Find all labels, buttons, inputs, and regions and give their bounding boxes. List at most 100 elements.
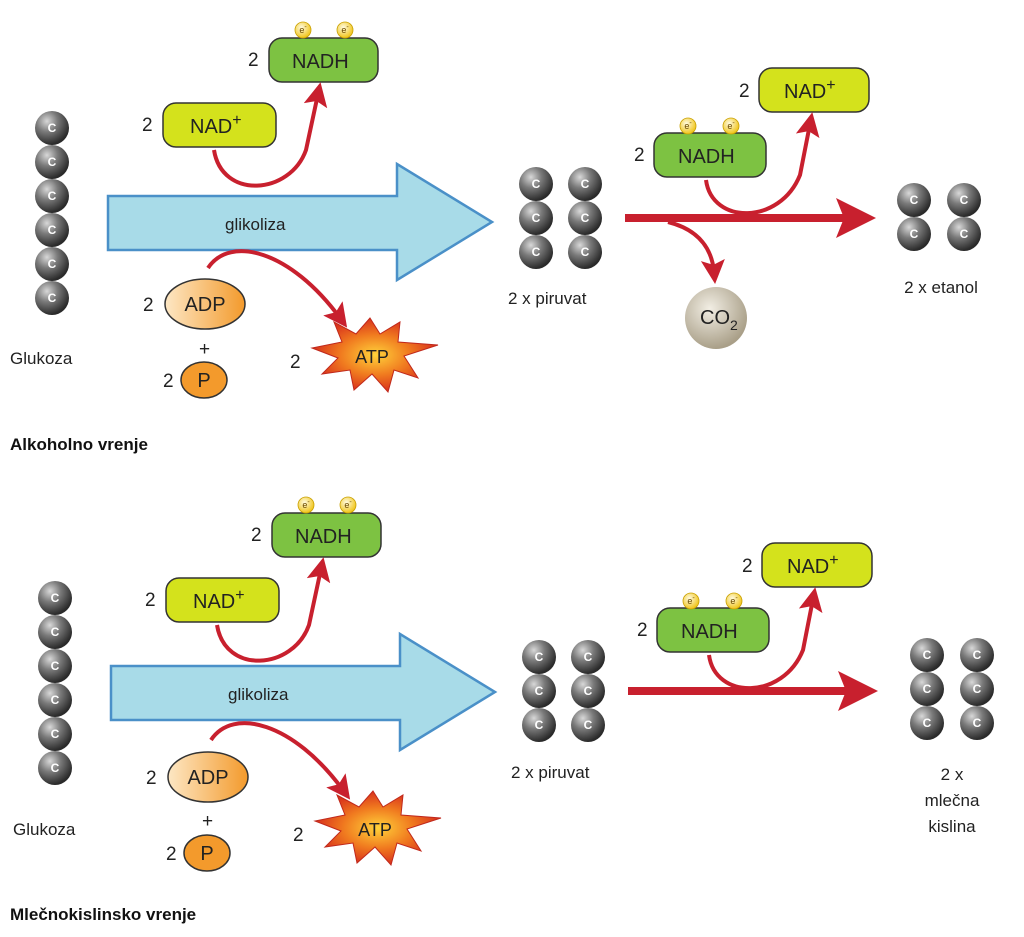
svg-text:C: C	[973, 716, 982, 730]
atp-label: ATP	[358, 820, 392, 840]
carbon-atom: C	[947, 217, 981, 251]
glycolysis-label: glikoliza	[228, 685, 289, 704]
p-coefficient: 2	[163, 371, 174, 392]
svg-text:C: C	[535, 684, 544, 698]
carbon-atom: C	[571, 674, 605, 708]
svg-text:C: C	[48, 155, 57, 169]
svg-text:C: C	[48, 121, 57, 135]
nadh-label: NADH	[292, 51, 349, 73]
nadh-coefficient: 2	[251, 525, 262, 546]
electron: e-	[682, 592, 700, 610]
nadh-label: NADH	[295, 526, 352, 548]
nad-reduction-arrow	[212, 82, 328, 188]
nadh-oxidation-arrow	[707, 587, 823, 691]
adp-coefficient: 2	[146, 768, 157, 789]
svg-text:C: C	[584, 650, 593, 664]
carbon-atom: C	[38, 717, 72, 751]
nad-out-coefficient: 2	[742, 556, 753, 577]
nad-out-label: NAD	[784, 81, 826, 103]
svg-text:C: C	[960, 227, 969, 241]
ethanol-molecule: C C	[897, 183, 931, 251]
glycolysis-label: glikoliza	[225, 215, 286, 234]
pyruvate-molecule: C C C	[568, 167, 602, 269]
svg-text:e-: e-	[687, 595, 695, 606]
carbon-atom: C	[519, 167, 553, 201]
nadh-in-label: NADH	[678, 146, 735, 168]
svg-text:NAD+: NAD+	[784, 77, 836, 103]
svg-text:C: C	[910, 227, 919, 241]
plus-sign: +	[202, 811, 213, 832]
svg-text:C: C	[581, 177, 590, 191]
carbon-atom: C	[910, 638, 944, 672]
carbon-atom: C	[568, 167, 602, 201]
carbon-atom: C	[35, 179, 69, 213]
phosphorylation-arrow	[206, 249, 348, 328]
pyruvate-label: 2 x piruvat	[508, 289, 587, 308]
co2-molecule	[685, 287, 747, 349]
adp-oval	[164, 278, 246, 330]
nadh-in-label: NADH	[681, 621, 738, 643]
electron: e-	[336, 21, 354, 39]
p-coefficient: 2	[166, 844, 177, 865]
pyruvate-molecule: C C C	[522, 640, 556, 742]
product-label-line2: mlečna	[925, 791, 980, 810]
carbon-atom: C	[38, 649, 72, 683]
phosphorylation-arrow	[209, 721, 351, 800]
section-lactic: C C C C C C Glukoza glikoliza 2 NAD+ 2 N…	[10, 496, 994, 924]
carbon-atom: C	[910, 706, 944, 740]
svg-text:C: C	[48, 223, 57, 237]
co2-label: CO	[700, 307, 730, 329]
atp-coefficient: 2	[293, 825, 304, 846]
nad-coefficient: 2	[145, 590, 156, 611]
product-label: 2 x etanol	[904, 278, 978, 297]
carbon-atom: C	[519, 235, 553, 269]
atp-burst	[313, 790, 442, 867]
carbon-atom: C	[35, 145, 69, 179]
atp-label: ATP	[355, 347, 389, 367]
svg-text:e-: e-	[727, 120, 735, 131]
svg-text:C: C	[51, 727, 60, 741]
carbon-atom: C	[571, 708, 605, 742]
electron: e-	[339, 496, 357, 514]
svg-text:e-: e-	[684, 120, 692, 131]
carbon-atom: C	[35, 247, 69, 281]
carbon-atom: C	[35, 111, 69, 145]
svg-text:NAD+: NAD+	[190, 112, 242, 138]
svg-text:C: C	[51, 625, 60, 639]
svg-text:C: C	[973, 648, 982, 662]
svg-text:e-: e-	[730, 595, 738, 606]
carbon-atom: C	[960, 672, 994, 706]
nadh-box	[268, 37, 379, 83]
svg-text:C: C	[584, 718, 593, 732]
carbon-atom: C	[947, 183, 981, 217]
svg-text:C: C	[48, 291, 57, 305]
carbon-atom: C	[571, 640, 605, 674]
svg-text:e-: e-	[302, 499, 310, 510]
lactic-acid-molecule: C C C	[960, 638, 994, 740]
svg-text:C: C	[48, 257, 57, 271]
svg-text:C: C	[532, 211, 541, 225]
nad-label: NAD	[190, 116, 232, 138]
glucose-chain: C C C C C C	[35, 111, 69, 315]
nadh-box	[271, 512, 382, 558]
carbon-atom: C	[960, 638, 994, 672]
lactic-acid-molecule: C C C	[910, 638, 944, 740]
nad-coefficient: 2	[142, 115, 153, 136]
electron: e-	[294, 21, 312, 39]
nadh-in-box	[653, 132, 767, 178]
product-label-line1: 2 x	[941, 765, 964, 784]
svg-text:C: C	[51, 591, 60, 605]
carbon-atom: C	[35, 213, 69, 247]
section-title: Alkoholno vrenje	[10, 435, 148, 454]
electron: e-	[679, 117, 697, 135]
svg-text:NAD+: NAD+	[193, 587, 245, 613]
carbon-atom: C	[38, 581, 72, 615]
svg-text:C: C	[923, 648, 932, 662]
section-title: Mlečnokislinsko vrenje	[10, 905, 196, 924]
adp-oval	[167, 751, 249, 803]
nad-box	[165, 577, 280, 623]
svg-text:e-: e-	[299, 24, 307, 35]
atp-burst	[310, 317, 439, 394]
nadh-oxidation-arrow	[704, 112, 820, 216]
